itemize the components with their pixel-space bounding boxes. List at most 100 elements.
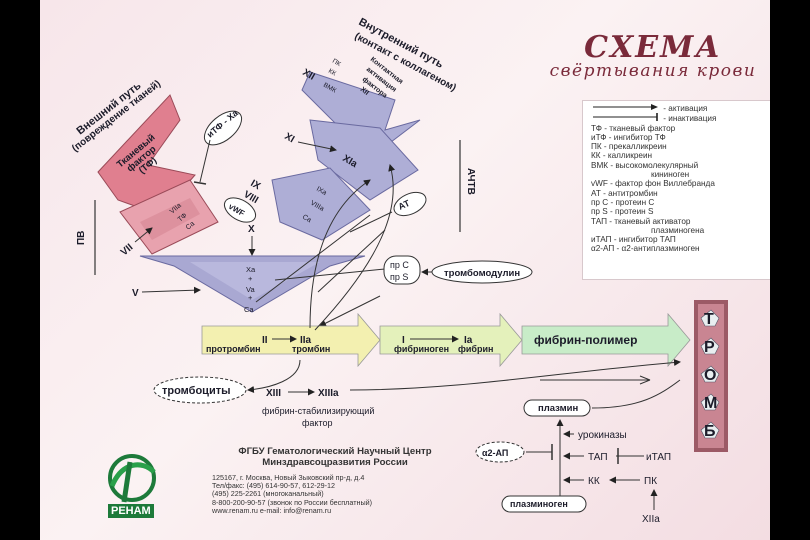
xia-chevron: XIa — [309, 119, 419, 201]
itap-label: иТАП — [646, 452, 671, 463]
plasmin-box: плазмин — [523, 399, 591, 417]
va-small: Va — [246, 285, 255, 294]
itf-xa-ellipse: иТФ - Xa — [203, 107, 243, 146]
prothrombinase-chevron: Xa + Va + Ca — [139, 255, 366, 314]
ca-small-1: Ca — [185, 220, 196, 231]
legend-inactivation: - инактивация — [591, 113, 770, 123]
org-name-2: Минздравсоцразвития России — [262, 457, 408, 468]
legend-row: кининоген — [651, 170, 690, 180]
x-label: X — [248, 224, 255, 235]
thrombus-column: Т Р О М Б — [694, 300, 728, 452]
address-line: (495) 225-2261 (многоканальный) — [212, 489, 324, 499]
protein-c-s-box: пр С пр S — [383, 255, 421, 285]
logo-emblem-icon — [108, 454, 156, 503]
legend-row: иТАП - ингибитор ТАП — [591, 235, 676, 245]
plus-1: + — [248, 274, 253, 283]
legend-box: - активация - инактивация ТФ - тканевый … — [582, 100, 770, 280]
at-ellipse: АТ — [393, 191, 427, 217]
thrombin-label: тромбин — [292, 344, 330, 354]
address-line: 8-800-200-90-57 (звонок по России беспла… — [212, 497, 373, 507]
viia-tf-chevron: VIIa ТФ Ca — [119, 179, 219, 255]
poster: СХЕМА свёртывания крови Внешний путь (по… — [40, 0, 770, 540]
activation-arrow-icon — [593, 104, 658, 110]
kk-label: КК — [327, 68, 337, 78]
legend-row: АТ - антитромбин — [591, 188, 658, 198]
a2ap-label: α2-АП — [482, 448, 508, 458]
xa-small: Xa — [246, 265, 256, 274]
thromb-letter-3: О — [704, 367, 716, 384]
legend-row: ВМК - высокомолекулярный — [591, 160, 699, 170]
xi-label: XI — [283, 131, 297, 145]
address-line: www.renam.ru e-mail: info@renam.ru — [212, 505, 332, 515]
ca-small-2: Ca — [301, 214, 312, 225]
legend-row: vWF - фактор фон Виллебранда — [591, 179, 715, 189]
kk2-label: КК — [588, 476, 600, 487]
pk-label: ПК — [331, 58, 342, 68]
thromb-letter-5: Б — [704, 423, 716, 440]
prc-label: пр С — [390, 260, 409, 270]
ixa-small: IXa — [315, 186, 328, 197]
title-sub: свёртывания крови — [549, 61, 757, 81]
org-name-1: ФГБУ Гематологический Научный Центр — [238, 446, 432, 457]
prothrombin-label: протромбин — [206, 344, 261, 354]
legend-row: пр С - протеин С — [591, 197, 655, 207]
thromb-letter-2: Р — [704, 339, 715, 356]
plasminogen-box: плазминоген — [501, 495, 587, 513]
fsf-label-1: фибрин-стабилизирующий — [262, 406, 374, 416]
achtv-label: АЧТВ — [465, 168, 476, 195]
coagulation-diagram: Внешний путь (повреждение тканей) Внутре… — [70, 16, 728, 525]
fibrin-label: фибрин — [458, 344, 493, 354]
ixa-viiia-chevron: IXa VIIIa Ca — [271, 167, 371, 241]
legend-row: КК - калликреин — [591, 151, 653, 161]
renam-logo: РЕНАМ — [102, 452, 164, 522]
thrombomodulin-ellipse: тромбомодулин — [431, 260, 533, 284]
xiii-label: XIII — [266, 388, 281, 399]
urokinase-label: урокиназы — [578, 430, 627, 441]
legend-row: ПК - прекалликреин — [591, 142, 667, 152]
a2ap-ellipse: α2-АП — [475, 441, 525, 463]
thrombomodulin-label: тромбомодулин — [444, 268, 520, 279]
legend-row: плазминогена — [651, 225, 705, 235]
pk2-label: ПК — [644, 476, 657, 487]
inactivation-bar-icon — [593, 113, 658, 122]
thromb-letter-1: Т — [704, 311, 714, 328]
legend-row: α2-АП - α2-антиплазминоген — [591, 244, 700, 254]
fsf-label-2: фактор — [302, 418, 332, 428]
tf-small: ТФ — [177, 212, 189, 223]
platelets-label: тромбоциты — [162, 385, 231, 397]
legend-activation: - активация — [591, 103, 770, 113]
org-address: 125167, г. Москва, Новый Зыковский пр-д,… — [170, 473, 500, 515]
v-label: V — [132, 288, 139, 299]
i-label: I — [402, 335, 405, 346]
vii-label: VII — [119, 242, 136, 258]
title-main: СХЕМА — [584, 30, 722, 65]
fibrinogen-label: фибриноген — [394, 344, 449, 354]
address-line: 125167, г. Москва, Новый Зыковский пр-д,… — [212, 473, 365, 482]
logo-text: РЕНАМ — [108, 504, 154, 518]
contact-label-4: XII — [359, 86, 370, 97]
iia-label: IIa — [300, 335, 312, 346]
tap-label: ТАП — [588, 452, 608, 463]
ii-label: II — [262, 335, 268, 346]
plasminogen-label: плазминоген — [510, 499, 568, 509]
legend-row: иТФ - ингибитор ТФ — [591, 132, 666, 142]
pv-label: ПВ — [76, 231, 87, 245]
ia-label: Ia — [464, 335, 473, 346]
xii-label: XII — [301, 67, 317, 83]
plus-2: + — [248, 293, 253, 302]
vwf-ellipse: vWF — [223, 197, 257, 223]
prs-label: пр S — [390, 272, 408, 282]
legend-row: пр S - протеин S — [591, 207, 654, 217]
legend-row: ТФ - тканевый фактор — [591, 123, 676, 133]
at-label: АТ — [397, 198, 412, 212]
poster-title: СХЕМА свёртывания крови — [548, 30, 758, 81]
address-line: Тел/факс: (495) 614-90-57, 612-29-12 — [212, 481, 335, 491]
xiiia-label: XIIIa — [318, 388, 339, 399]
legend-row: ТАП - тканевый активатор — [591, 216, 691, 226]
legend-activation-text: - активация — [663, 104, 708, 113]
fibrin-polymer-label: фибрин-полимер — [534, 333, 637, 347]
platelets-cloud: тромбоциты — [153, 376, 247, 404]
xiia-label: XIIa — [642, 514, 660, 525]
plasmin-label: плазмин — [538, 403, 579, 414]
organization-info: ФГБУ Гематологический Научный Центр Минз… — [170, 446, 500, 515]
